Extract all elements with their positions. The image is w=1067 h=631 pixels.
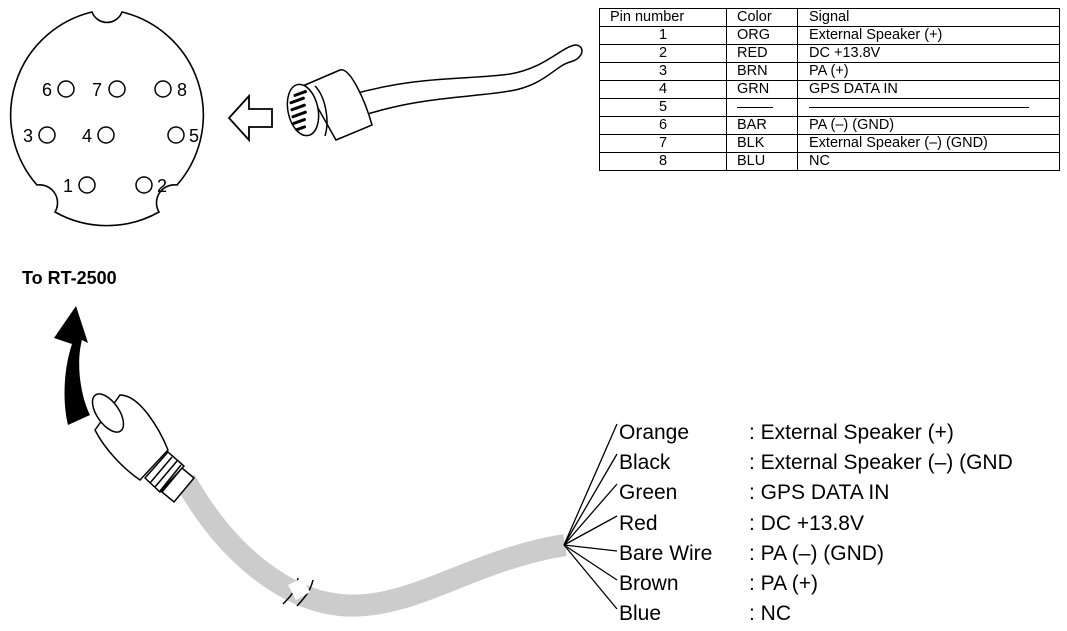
connector-pin-numbers: 6 7 8 3 4 5 1 2: [23, 80, 199, 196]
pin-number-3: 3: [23, 126, 33, 146]
plug-top-cable: [349, 44, 583, 119]
wire-legend: Orange : External Speaker (+) Black : Ex…: [619, 418, 1013, 629]
list-item: Blue : NC: [619, 599, 1013, 629]
destination-label: To RT-2500: [22, 268, 117, 288]
wire-signal: : GPS DATA IN: [749, 481, 890, 505]
pin-table: Pin number Color Signal 1 ORG External S…: [599, 8, 1060, 171]
blank-dash: [737, 106, 773, 108]
wire-color: Blue: [619, 602, 662, 626]
table-row: 2 RED DC +13.8V: [599, 44, 1060, 63]
blank-dash: [809, 106, 1029, 108]
list-item: Red : DC +13.8V: [619, 509, 1013, 539]
table-row: 5: [599, 98, 1060, 117]
wire-color: Black: [619, 451, 671, 475]
pin-number-2: 2: [157, 176, 167, 196]
pin-number-1: 1: [63, 176, 73, 196]
wire-color: Brown: [619, 572, 679, 596]
wire-signal: : NC: [749, 602, 791, 626]
wire-color: Red: [619, 511, 658, 535]
wire-color: Orange: [619, 421, 690, 444]
connector-pins: [38, 80, 185, 194]
plug-bottom: [91, 393, 196, 504]
pin-number-8: 8: [177, 80, 187, 100]
pin-number-4: 4: [82, 126, 92, 146]
blank-color-cell: [726, 98, 798, 117]
wire-signal: : External Speaker (–) (GND: [749, 451, 1013, 475]
wire-color: Bare Wire: [619, 541, 713, 565]
table-row: 3 BRN PA (+): [599, 62, 1060, 81]
wire-signal: : PA (–) (GND): [749, 541, 884, 565]
table-row: 6 BAR PA (–) (GND): [599, 116, 1060, 135]
pin-hole-7: [108, 80, 126, 98]
header-signal: Signal: [797, 8, 1060, 27]
header-pin-number: Pin number: [599, 8, 727, 27]
gray-cable: [175, 474, 567, 617]
wire-signal: : PA (+): [749, 572, 819, 596]
list-item: Brown : PA (+): [619, 569, 1013, 599]
table-row: 7 BLK External Speaker (–) (GND): [599, 134, 1060, 153]
pin-hole-1: [78, 176, 96, 194]
table-row: 8 BLU NC: [599, 152, 1060, 171]
pin-hole-3: [38, 126, 56, 144]
pin-number-7: 7: [92, 80, 102, 100]
hollow-arrow-left-icon: [227, 93, 273, 143]
pin-table-header: Pin number Color Signal: [599, 8, 1060, 27]
list-item: Black : External Speaker (–) (GND: [619, 448, 1013, 478]
pin-hole-8: [154, 80, 172, 98]
header-color: Color: [726, 8, 798, 27]
wire-signal: : DC +13.8V: [749, 511, 864, 535]
blank-signal-cell: [797, 98, 1060, 117]
direction-arrow-icon: [54, 306, 90, 425]
pin-number-6: 6: [42, 80, 52, 100]
wire-fanout: [563, 423, 618, 610]
plug-top-body: [303, 69, 373, 141]
list-item: Orange : External Speaker (+): [619, 418, 1013, 448]
pin-hole-6: [57, 80, 75, 98]
plug-top: [286, 44, 583, 141]
pin-hole-5: [167, 126, 185, 144]
list-item: Green : GPS DATA IN: [619, 478, 1013, 508]
list-item: Bare Wire : PA (–) (GND): [619, 539, 1013, 569]
wire-color: Green: [619, 481, 678, 505]
table-row: 4 GRN GPS DATA IN: [599, 80, 1060, 99]
wire-signal: : External Speaker (+): [749, 421, 954, 444]
table-row: 1 ORG External Speaker (+): [599, 26, 1060, 45]
connector-face: [9, 11, 205, 227]
pin-hole-4: [97, 126, 115, 144]
pin-hole-2: [135, 176, 153, 194]
pin-number-5: 5: [189, 126, 199, 146]
